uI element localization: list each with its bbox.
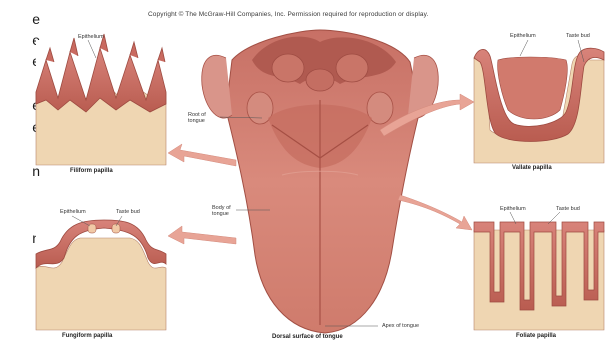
label-taste-bud: Taste bud <box>566 33 590 39</box>
label-epithelium: Epithelium <box>60 209 86 215</box>
caption-dorsal-surface: Dorsal surface of tongue <box>272 334 343 340</box>
foliate-papilla-illustration <box>474 208 604 330</box>
tongue-illustration <box>202 30 439 333</box>
label-taste-bud: Taste bud <box>116 209 140 215</box>
label-epithelium: Epithelium <box>510 33 536 39</box>
copyright-notice: Copyright © The McGraw-Hill Companies, I… <box>148 11 428 18</box>
caption-fungiform-papilla: Fungiform papilla <box>62 333 112 339</box>
filiform-papilla-illustration <box>36 34 166 165</box>
label-taste-bud: Taste bud <box>556 206 580 212</box>
caption-foliate-papilla: Foliate papilla <box>516 333 556 339</box>
label-epithelium: Epithelium <box>78 34 104 40</box>
label-root-of-tongue: Root of tongue <box>188 112 218 124</box>
vallate-papilla-illustration <box>474 38 604 163</box>
caption-filiform-papilla: Filiform papilla <box>70 168 113 174</box>
label-epithelium: Epithelium <box>500 206 526 212</box>
label-apex-of-tongue: Apex of tongue <box>382 323 419 329</box>
label-body-of-tongue: Body of tongue <box>212 205 238 217</box>
caption-vallate-papilla: Vallate papilla <box>512 165 552 171</box>
fungiform-papilla-illustration <box>36 215 166 330</box>
